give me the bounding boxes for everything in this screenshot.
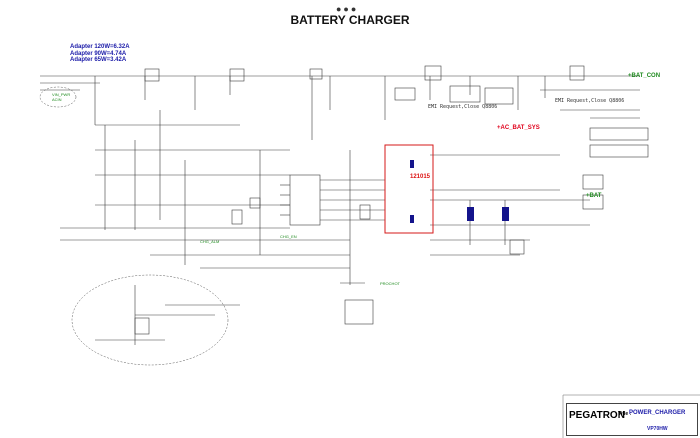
adapter-note-90w: Adapter 90W=4.74A bbox=[70, 50, 127, 57]
adapter-note-120w: Adapter 120W=6.32A bbox=[70, 44, 130, 50]
svg-text:ACIN: ACIN bbox=[52, 97, 62, 102]
title-label: Title : bbox=[618, 411, 632, 417]
sheet-title: BATTERY CHARGER bbox=[290, 13, 410, 27]
emi-note-left: EMI Request,Close Q8806 bbox=[428, 104, 498, 110]
title-block: PEGATRON Title : POWER_CHARGER VP70HW bbox=[566, 403, 698, 436]
net-label-bat-con: +BAT_CON bbox=[628, 73, 661, 79]
svg-text:CHG_ALM: CHG_ALM bbox=[200, 239, 219, 244]
net-label-bat: +BAT bbox=[586, 193, 602, 199]
adapter-note-65w: Adapter 65W=3.42A bbox=[70, 57, 127, 63]
adapter-notes: Adapter 120W=6.32A Adapter 90W=4.74A Ada… bbox=[70, 44, 130, 64]
brand-logo: PEGATRON bbox=[569, 410, 625, 421]
model-number: VP70HW bbox=[647, 426, 668, 432]
net-label-ac-bat-sys: +AC_BAT_SYS bbox=[497, 125, 540, 131]
window-dots: ●●● bbox=[336, 4, 359, 14]
svg-text:VIN_PWR: VIN_PWR bbox=[52, 92, 70, 97]
svg-text:CHG_EN: CHG_EN bbox=[280, 234, 297, 239]
revision-mark: 121015 bbox=[410, 174, 431, 180]
svg-text:PROCHOT: PROCHOT bbox=[380, 281, 401, 286]
emi-note-right: EMI Request,Close Q8806 bbox=[555, 98, 625, 104]
title-value: POWER_CHARGER bbox=[629, 410, 686, 416]
